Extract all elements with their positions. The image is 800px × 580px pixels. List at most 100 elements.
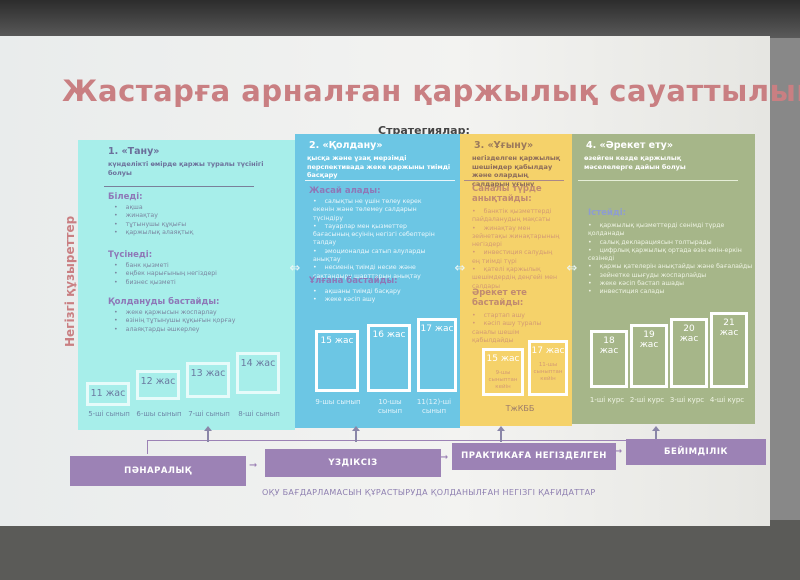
list-item-text: жеке кәсіп бастап ашады: [599, 280, 685, 288]
list-item-text: ақша: [125, 204, 143, 211]
list-item-text: эмоционалды сатып алуларды анықтау: [313, 247, 426, 264]
principle-adaptability: БЕЙІМДІЛІК: [626, 439, 766, 465]
list-item-text: қаржылық алаяқтық: [125, 228, 194, 236]
grade-label: 1-ші курс: [589, 396, 625, 404]
bullet-list: қаржылық қызметтерді сенімді түрде қолда…: [588, 222, 753, 297]
section-title: Жасай алады:: [309, 186, 381, 196]
bullet-list: салықты не үшін төлеу керек екенін және …: [313, 198, 443, 281]
age-step-box: 14 жас: [236, 352, 280, 394]
list-item: қаржылық қызметтерді сенімді түрде қолда…: [588, 222, 753, 239]
list-item: ақша: [114, 204, 279, 212]
list-item-text: ақшаны тиімді басқару: [324, 288, 401, 295]
list-item: қаржылық алаяқтық: [114, 229, 279, 237]
up-arrow-icon: [497, 426, 505, 442]
grade-label: 3-ші курс: [669, 396, 705, 404]
list-item: тұтынушы құқығы: [114, 221, 279, 229]
list-item-text: тауарлар мен қызметтер бағасының өсуінің…: [313, 222, 435, 247]
ceiling: [0, 0, 800, 38]
arrow-right-icon: ➞: [249, 460, 258, 471]
bullet-list: банктік қызметтерді пайдаланудың мақсаты…: [472, 208, 562, 291]
list-item-text: банк қызметі: [125, 262, 169, 269]
strategies-label: Стратегиялар:: [378, 124, 470, 137]
list-item: банктік қызметтерді пайдаланудың мақсаты: [472, 208, 562, 225]
list-item-text: еңбек нарығының негіздері: [125, 270, 217, 278]
age-label: 17 жас: [420, 324, 454, 334]
grade-label: 11-шы сыныптан кейін: [533, 362, 563, 382]
wall: [765, 38, 800, 528]
age-label: 14 жас: [240, 358, 276, 369]
bullet-list: ақшаны тиімді басқаружеке кәсіп ашу: [313, 288, 443, 305]
bullet-list: банк қызметіеңбек нарығының негіздерібиз…: [114, 262, 279, 287]
list-item-text: несиенің тиімді несие және сақтандыру ша…: [313, 264, 421, 280]
grade-label: 9-шы сыныптан кейін: [488, 370, 518, 390]
list-item: жеке кәсіп бастап ашады: [588, 280, 753, 288]
list-item: кәсіп ашу туралы саналы шешім қабылдайды: [472, 320, 562, 345]
list-item: зейнетке шығуды жоспарлайды: [588, 272, 753, 280]
list-item: қателі қаржылық шешімдердің деңгейі мен …: [472, 266, 562, 291]
age-step-box: 15 жас 9-шы сыныптан кейін: [482, 348, 524, 396]
age-label: 19 жас: [639, 330, 659, 350]
list-item-text: инвестиция салудың ең тиімді түрі: [472, 249, 553, 265]
age-label: 15 жас: [486, 354, 520, 364]
grade-label: 7-ші сынып: [188, 410, 230, 418]
principle-interdisciplinary: ПӘНАРАЛЫҚ: [70, 456, 246, 486]
list-item-text: цифрлық қаржылық ортада өзін емін-еркін …: [588, 246, 742, 263]
stage-2-panel: 2. «Қолдану»қысқа және ұзақ мерзімді пер…: [295, 134, 460, 428]
double-arrow-icon: ⇔: [566, 262, 578, 276]
stage-4-panel: 4. «Әрекет ету» өзейген кезде қаржылық мә…: [572, 134, 755, 424]
list-item-text: жинақтау: [125, 212, 158, 220]
grade-label: 8-ші сынып: [238, 410, 280, 418]
section-title: Саналы түрде анықтайды:: [472, 184, 542, 204]
list-item: цифрлық қаржылық ортада өзін емін-еркін …: [588, 247, 753, 264]
stage-heading: 1. «Тану»: [108, 146, 160, 157]
list-item-text: салықты не үшін төлеу керек екенін және …: [313, 198, 422, 222]
list-item: бизнес қызметі: [114, 279, 279, 287]
list-item: өзінің тұтынушы құқығын қорғау: [114, 317, 279, 325]
section-title: Істейді:: [588, 208, 627, 218]
list-item: салықты не үшін төлеу керек екенін және …: [313, 198, 443, 223]
list-item-text: кәсіп ашу туралы саналы шешім қабылдайды: [472, 320, 542, 344]
group-label: ТжКББ: [505, 404, 535, 413]
list-item: жинақтау мен зейнетақы жинақтарының негі…: [472, 225, 562, 250]
list-item-text: инвестиция салады: [599, 288, 665, 296]
list-item-text: қателі қаржылық шешімдердің деңгейі мен …: [472, 266, 558, 290]
age-step-box: 19 жас: [630, 324, 668, 388]
section-title: Біледі:: [108, 192, 143, 202]
grade-label: 6-шы сынып: [136, 410, 182, 418]
section-title: Әрекет ете бастайды:: [472, 288, 527, 308]
age-step-box: 17 жас: [417, 318, 457, 392]
stage-subtitle: күнделікті өмірде қаржы туралы түсінігі …: [108, 160, 264, 177]
stage-heading: 4. «Әрекет ету»: [586, 140, 673, 151]
list-item: эмоционалды сатып алуларды анықтау: [313, 248, 443, 265]
stage-subtitle: өзейген кезде қаржылық мәселелерге дайын…: [584, 154, 686, 171]
up-arrow-icon: [204, 426, 212, 442]
list-item: стартап ашу: [472, 312, 562, 320]
principles-caption: ОҚУ БАҒДАРЛАМАСЫН ҚҰРАСТЫРУДА ҚОЛДАНЫЛҒА…: [262, 488, 596, 497]
list-item: инвестиция салады: [588, 288, 753, 296]
stage-3-panel: 3. «Ұғыну»негізделген қаржылық шешімдер …: [460, 134, 572, 426]
age-label: 16 жас: [372, 330, 406, 340]
list-item-text: жеке кәсіп ашу: [324, 296, 376, 304]
list-item-text: жинақтау мен зейнетақы жинақтарының негі…: [472, 224, 560, 249]
stage-subtitle: қысқа және ұзақ мерзімді перспективада ж…: [307, 154, 451, 179]
grade-label: 4-ші курс: [709, 396, 745, 404]
list-item-text: тұтынушы құқығы: [125, 220, 187, 228]
age-step-box: 18 жас: [590, 330, 628, 388]
stage-heading: 3. «Ұғыну»: [474, 140, 534, 151]
age-step-box: 16 жас: [367, 324, 411, 392]
bullet-list: жеке қаржысын жоспарлауөзінің тұтынушы қ…: [114, 309, 279, 334]
list-item-text: өзінің тұтынушы құқығын қорғау: [125, 317, 236, 325]
list-item-text: алаяқтарды әшкерлеу: [125, 325, 200, 333]
list-item: қаржы қателерін анықтайды және бағалайды: [588, 263, 753, 271]
age-step-box: 12 жас: [136, 370, 180, 400]
age-step-box: 21 жас: [710, 312, 748, 388]
age-label: 11 жас: [90, 388, 126, 399]
double-arrow-icon: ⇔: [289, 262, 301, 276]
list-item: ақшаны тиімді басқару: [313, 288, 443, 296]
up-arrow-icon: [652, 426, 660, 442]
section-title: Қолдануды бастайды:: [108, 297, 220, 307]
divider: [464, 180, 564, 181]
list-item: жеке кәсіп ашу: [313, 296, 443, 304]
grade-label: 10-шы сынып: [377, 398, 403, 415]
divider: [578, 180, 738, 181]
